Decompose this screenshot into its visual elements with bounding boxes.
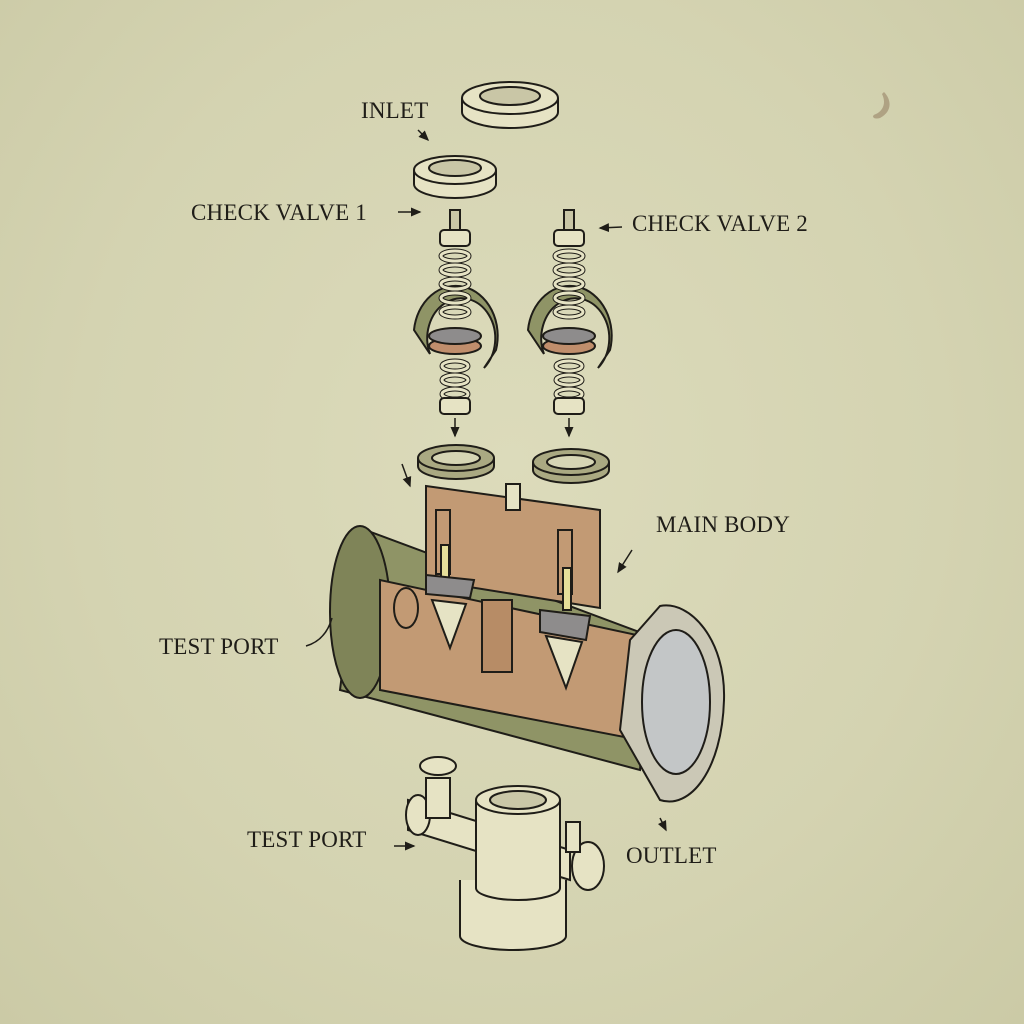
label-check-valve-2: CHECK VALVE 2 [632, 211, 808, 236]
check-valve-2-assembly [528, 210, 612, 436]
test-port-fitting [405, 756, 605, 951]
seal-ring-1 [417, 444, 495, 480]
label-test-port-fitting: TEST PORT [247, 827, 367, 852]
leader-lines [305, 129, 667, 851]
main-body [329, 483, 726, 803]
label-test-port-body: TEST PORT [159, 634, 279, 659]
inlet-ring-large [461, 81, 559, 129]
inlet-ring-small [413, 155, 497, 199]
label-inlet: INLET [361, 98, 429, 123]
label-main-body: MAIN BODY [656, 512, 791, 537]
check-valve-1-assembly [412, 209, 499, 438]
label-outlet: OUTLET [626, 843, 717, 868]
seal-ring-2 [532, 448, 610, 484]
label-check-valve-1: CHECK VALVE 1 [191, 200, 367, 225]
paper-stain [873, 92, 890, 119]
